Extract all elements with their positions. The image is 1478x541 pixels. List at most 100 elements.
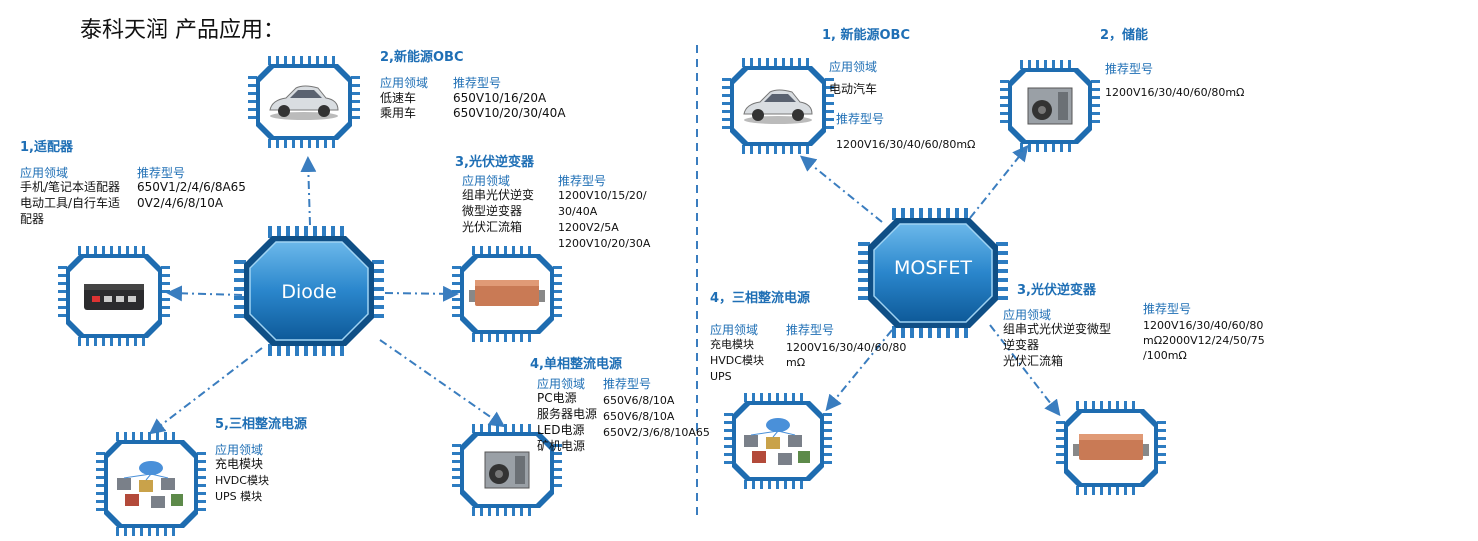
diode-hub-label: Diode [281, 281, 336, 303]
tile-diode-single-phase [452, 424, 562, 516]
diode-single-phase-field-label: 应用领域 [537, 377, 586, 391]
diode-pv-model-2: 1200V2/5A [558, 221, 619, 234]
diode-pv-field-2: 光伏汇流箱 [462, 220, 523, 234]
mosfet-three-phase-model-label: 推荐型号 [786, 323, 835, 337]
mosfet-pv-model-2: /100mΩ [1143, 349, 1187, 362]
diode-single-phase-title: 4,单相整流电源 [530, 357, 622, 372]
mosfet-obc-title: 1, 新能源OBC [822, 28, 911, 43]
network-modules-icon [117, 461, 183, 508]
power-supply-icon [484, 451, 530, 489]
diode-obc-field-1: 乘用车 [380, 106, 417, 120]
mosfet-three-phase-field-2: UPS [710, 370, 732, 383]
diode-obc-model-0: 650V10/16/20A [453, 91, 547, 105]
diode-adapter-field-0: 手机/笔记本适配器 [20, 180, 121, 194]
diode-three-phase-field-1: HVDC模块 [215, 474, 269, 487]
link-mosfet-three-phase [825, 329, 893, 412]
diode-adapter-model-1: 0V2/4/6/8/10A [137, 196, 224, 210]
diode-adapter-field-1: 电动工具/自行车适 [20, 196, 121, 210]
diode-pv-title: 3,光伏逆变器 [455, 155, 534, 170]
mosfet-pv-title: 3,光伏逆变器 [1017, 283, 1096, 298]
mosfet-three-phase-model-1: mΩ [786, 356, 806, 369]
mosfet-three-phase-title: 4，三相整流电源 [710, 291, 811, 306]
diode-adapter-field-label: 应用领域 [20, 166, 69, 180]
mosfet-hub-label: MOSFET [894, 257, 972, 279]
diode-chip-icon: Diode [234, 226, 384, 356]
page-title: 泰科天润 产品应用： [80, 18, 285, 43]
mosfet-pv-model-1: mΩ2000V12/24/50/75 [1143, 334, 1265, 347]
link-mosfet-obc [799, 155, 883, 223]
link-diode-three-phase [148, 347, 263, 435]
diode-three-phase-field-2: UPS 模块 [215, 490, 263, 503]
inverter-icon [1073, 434, 1149, 460]
mosfet-three-phase-model-0: 1200V16/30/40/60/80 [786, 341, 907, 354]
diode-single-phase-field-0: PC电源 [537, 391, 577, 405]
diode-single-phase-field-3: 矿机电源 [537, 439, 586, 453]
diode-single-phase-model-label: 推荐型号 [603, 377, 652, 391]
diode-three-phase-title: 5,三相整流电源 [215, 417, 307, 432]
mosfet-pv-model-label: 推荐型号 [1143, 302, 1192, 316]
tile-diode-adapter [58, 246, 170, 346]
diode-pv-model-3: 1200V10/20/30A [558, 237, 651, 250]
diode-pv-model-label: 推荐型号 [558, 174, 607, 188]
diode-adapter-model-0: 650V1/2/4/6/8A65 [137, 180, 246, 194]
diode-adapter-field-2: 配器 [20, 212, 45, 226]
diode-obc-field-0: 低速车 [380, 91, 417, 105]
link-diode-adapter [166, 285, 243, 302]
link-diode-pv [384, 285, 459, 302]
tile-mosfet-three-phase [724, 393, 832, 489]
tile-mosfet-pv [1056, 401, 1166, 495]
mosfet-storage-title: 2，储能 [1100, 28, 1149, 43]
diode-three-phase-field-label: 应用领域 [215, 443, 264, 457]
tile-diode-pv [452, 246, 562, 342]
tile-mosfet-obc [722, 58, 834, 154]
link-mosfet-storage [969, 144, 1029, 219]
mosfet-pv-field-1: 逆变器 [1003, 338, 1040, 352]
diode-three-phase-field-0: 充电模块 [215, 457, 264, 471]
mosfet-obc-field-label: 应用领域 [829, 60, 878, 74]
network-modules-icon [744, 418, 810, 465]
mosfet-chip-icon: MOSFET [858, 208, 1008, 338]
mosfet-three-phase-field-label: 应用领域 [710, 323, 759, 337]
car-icon [269, 85, 339, 120]
mosfet-storage-model: 1200V16/30/40/60/80mΩ [1105, 86, 1245, 99]
car-icon [743, 89, 813, 124]
power-supply-icon [1027, 87, 1073, 125]
tile-diode-three-phase [96, 432, 206, 536]
tile-mosfet-storage [1000, 60, 1100, 152]
mosfet-storage-model-label: 推荐型号 [1105, 62, 1154, 76]
diode-pv-field-1: 微型逆变器 [462, 204, 523, 218]
mosfet-pv-model-0: 1200V16/30/40/60/80 [1143, 319, 1264, 332]
mosfet-pv-field-2: 光伏汇流箱 [1003, 354, 1064, 368]
diode-obc-title: 2,新能源OBC [380, 50, 464, 65]
mosfet-three-phase-field-1: HVDC模块 [710, 354, 764, 367]
mosfet-pv-field-0: 组串式光伏逆变微型 [1003, 322, 1112, 336]
diode-single-phase-field-1: 服务器电源 [537, 407, 598, 421]
diode-hub-chip: Diode [234, 226, 384, 356]
diode-pv-model-0: 1200V10/15/20/ [558, 189, 647, 202]
adapter-icon [84, 284, 144, 310]
link-diode-obc [300, 156, 317, 226]
diode-pv-model-1: 30/40A [558, 205, 598, 218]
mosfet-obc-model-label: 推荐型号 [836, 112, 885, 126]
diode-pv-field-label: 应用领域 [462, 174, 511, 188]
link-mosfet-pv [989, 324, 1061, 417]
link-diode-single-phase [379, 339, 506, 428]
diode-pv-field-0: 组串光伏逆变 [462, 188, 535, 202]
mosfet-obc-model: 1200V16/30/40/60/80mΩ [836, 138, 976, 151]
diode-single-phase-model-0: 650V6/8/10A [603, 394, 675, 407]
mosfet-three-phase-field-0: 充电模块 [710, 338, 754, 351]
diode-single-phase-model-1: 650V6/8/10A [603, 410, 675, 423]
mosfet-pv-field-label: 应用领域 [1003, 308, 1052, 322]
inverter-icon [469, 280, 545, 306]
diode-single-phase-field-2: LED电源 [537, 423, 585, 437]
diode-single-phase-model-2: 650V2/3/6/8/10A65 [603, 426, 710, 439]
mosfet-hub-chip: MOSFET [858, 208, 1008, 338]
tile-diode-obc [248, 56, 360, 148]
diode-obc-model-label: 推荐型号 [453, 76, 502, 90]
diode-adapter-title: 1,适配器 [20, 140, 73, 155]
mosfet-obc-field: 电动汽车 [829, 82, 878, 96]
diode-adapter-model-label: 推荐型号 [137, 166, 186, 180]
diode-obc-model-1: 650V10/20/30/40A [453, 106, 566, 120]
diode-obc-field-label: 应用领域 [380, 76, 429, 90]
